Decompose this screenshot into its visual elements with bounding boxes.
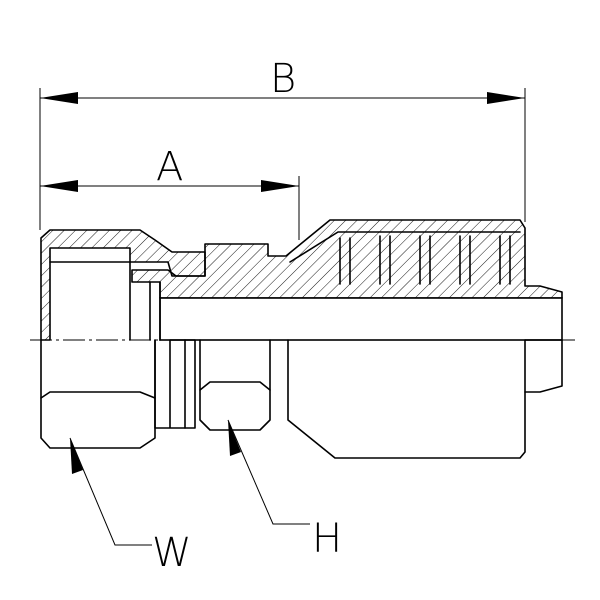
arrowhead-a-right (261, 180, 299, 192)
stem-section (131, 219, 563, 299)
hex-h-outline (199, 339, 271, 431)
dimension-b: B (39, 56, 526, 230)
ferrule-outline (287, 339, 526, 459)
stem-tail-outline (524, 339, 563, 393)
ferrule-teeth (289, 231, 521, 285)
callout-w-label: W (152, 530, 192, 576)
callout-h-label: H (312, 516, 342, 562)
arrowhead-a-left (40, 180, 78, 192)
dimension-a: A (40, 144, 300, 240)
arrowhead-b-left (40, 92, 78, 104)
hex-h-flat-line (199, 381, 271, 391)
dimension-b-label: B (270, 56, 296, 102)
hex-nut-flat-line (40, 391, 156, 399)
leader-h (227, 419, 310, 525)
arrowhead-b-right (487, 92, 525, 104)
callout-h: H (227, 419, 342, 562)
hex-nut-outline (40, 339, 156, 449)
callout-w: W (69, 437, 192, 576)
nut-inner-face (49, 261, 161, 341)
leader-w (69, 437, 152, 546)
dimension-a-label: A (156, 144, 183, 190)
exterior-view (40, 339, 563, 459)
bore (159, 297, 563, 341)
arrowhead-h (228, 420, 241, 456)
section-view (40, 219, 563, 341)
neck-outline (154, 339, 196, 429)
arrowhead-w (70, 438, 83, 474)
